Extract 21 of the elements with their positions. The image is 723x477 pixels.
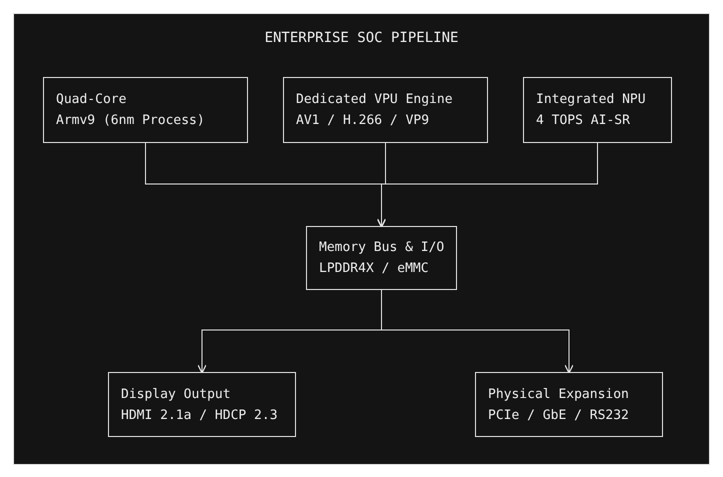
component-box <box>475 372 663 437</box>
connector-arrow <box>381 290 574 374</box>
component-spec: PCIe / GbE / RS232 <box>488 406 630 424</box>
component-spec: Armv9 (6nm Process) <box>56 112 206 130</box>
component-title: Dedicated VPU Engine <box>296 91 454 109</box>
component-box <box>306 226 457 290</box>
component-title: Integrated NPU <box>536 91 647 109</box>
component-spec: AV1 / H.266 / VP9 <box>296 112 430 130</box>
component-box <box>108 372 296 437</box>
component-box <box>43 77 248 143</box>
title: ENTERPRISE SOC PIPELINE <box>264 29 460 48</box>
component-spec: 4 TOPS AI-SR <box>536 112 631 130</box>
component-box <box>523 77 672 143</box>
component-title: Display Output <box>121 386 232 404</box>
component-box <box>283 77 488 143</box>
component-title: Quad-Core <box>56 91 128 109</box>
component-title: Memory Bus & I/O <box>319 239 444 257</box>
component-spec: HDMI 2.1a / HDCP 2.3 <box>121 406 279 424</box>
component-title: Physical Expansion <box>488 386 630 404</box>
component-spec: LPDDR4X / eMMC <box>319 260 430 278</box>
connector-arrow <box>376 142 598 228</box>
